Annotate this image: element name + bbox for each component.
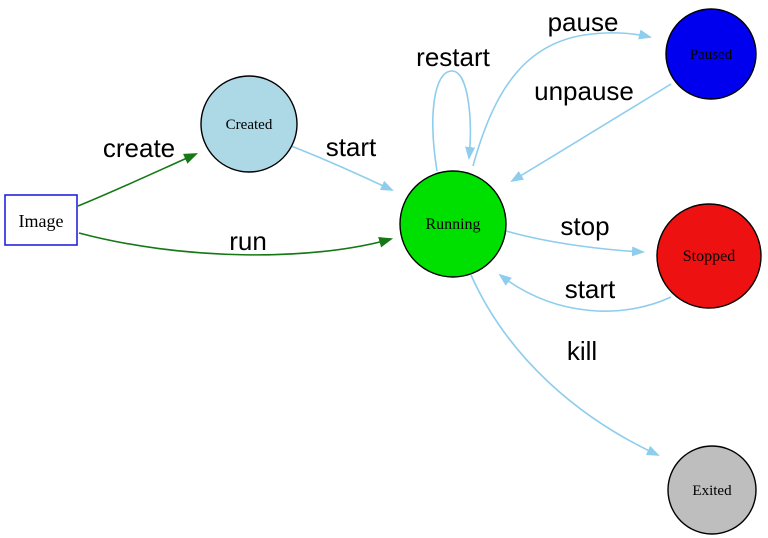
node-image-label: Image [19,211,64,231]
node-image: Image [4,194,78,246]
edge-label-start-created: start [326,132,377,162]
node-created: Created [200,75,298,173]
edge-pause [472,29,652,167]
node-paused: Paused [665,8,757,100]
edge-label-stop: stop [560,211,609,241]
edge-label-run: run [229,226,267,256]
edge-create [77,153,198,207]
node-image-box [4,194,78,246]
node-paused-circle [665,8,757,100]
edge-label-create: create [103,133,175,163]
edge-run [78,232,394,256]
edge-label-start-stopped: start [565,274,616,304]
edge-label-pause: pause [548,7,619,37]
node-created-circle [200,75,298,173]
edge-label-restart: restart [416,42,490,72]
node-created-label: Created [226,117,273,133]
edge-stop [505,230,645,257]
node-running-label: Running [425,216,480,233]
node-exited-circle [667,445,757,535]
node-exited-label: Exited [692,483,732,499]
node-stopped-label: Stopped [683,248,735,265]
edge-restart-self-loop [432,70,476,172]
edge-label-kill: kill [567,336,597,366]
edge-start-created-running [290,145,394,191]
node-paused-label: Paused [690,47,733,63]
node-exited: Exited [667,445,757,535]
edge-label-unpause: unpause [534,76,634,106]
node-stopped: Stopped [656,203,762,309]
node-running: Running [399,170,507,278]
edge-unpause [510,83,672,183]
edge-start-stopped-running [498,273,672,312]
node-stopped-circle [656,203,762,309]
edge-kill [470,274,660,456]
node-running-circle [399,170,507,278]
